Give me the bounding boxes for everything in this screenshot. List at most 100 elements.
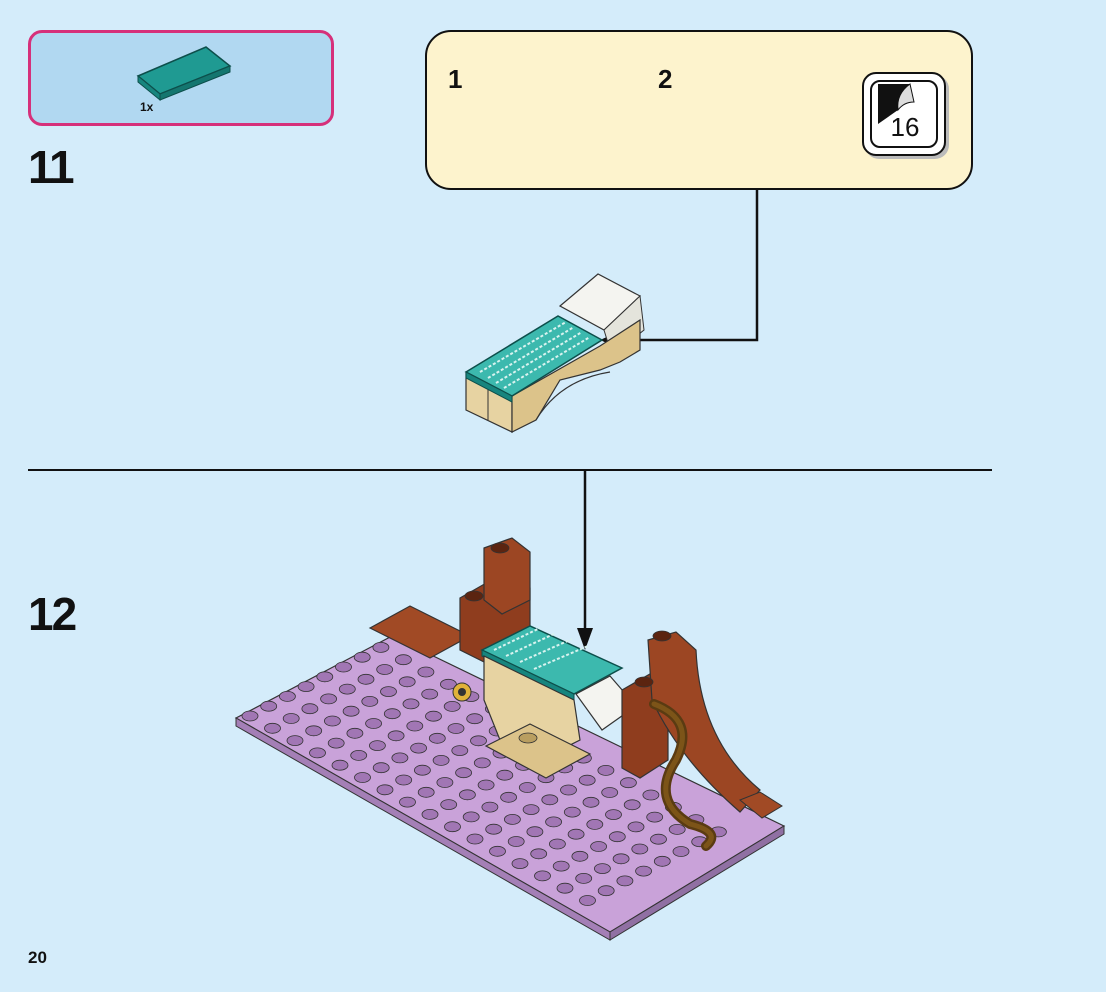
plate-stud [580, 896, 596, 906]
plate-stud [411, 743, 427, 753]
plate-stud [445, 822, 461, 832]
plate-stud [395, 655, 411, 665]
plate-stud [441, 800, 457, 810]
plate-stud [354, 652, 370, 662]
plate-stud [478, 780, 494, 790]
plate-stud [490, 846, 506, 856]
plate-stud [474, 758, 490, 768]
plate-stud [609, 832, 625, 842]
plate-stud [373, 763, 389, 773]
plate-stud [426, 711, 442, 721]
plate-stud [366, 719, 382, 729]
step-divider [28, 469, 992, 471]
plate-stud [279, 691, 295, 701]
plate-stud [422, 809, 438, 819]
plate-stud [587, 819, 603, 829]
plate-stud [632, 844, 648, 854]
plate-stud [523, 805, 539, 815]
plate-stud [388, 731, 404, 741]
plate-stud [265, 723, 281, 733]
plate-stud [572, 851, 588, 861]
plate-stud [669, 824, 685, 834]
plate-stud [373, 642, 389, 652]
part-quantity: 1x [140, 100, 153, 114]
plate-stud [504, 814, 520, 824]
plate-stud [654, 856, 670, 866]
plate-stud [377, 665, 393, 675]
plate-stud [429, 733, 445, 743]
plate-stud [459, 790, 475, 800]
plate-stud [414, 765, 430, 775]
plate-stud [594, 864, 610, 874]
plate-stud [422, 689, 438, 699]
plate-stud [328, 738, 344, 748]
plate-stud [535, 871, 551, 881]
plate-stud [598, 765, 614, 775]
plate-stud [358, 674, 374, 684]
plate-stud [591, 842, 607, 852]
bench-subassembly-icon [466, 274, 644, 432]
plate-stud [433, 755, 449, 765]
sub-step-number-2: 2 [658, 64, 672, 95]
plate-stud [546, 817, 562, 827]
plate-stud [486, 824, 502, 834]
plate-stud [351, 750, 367, 760]
plate-stud [399, 677, 415, 687]
plate-stud [381, 687, 397, 697]
plate-stud [369, 741, 385, 751]
plate-stud [512, 859, 528, 869]
plate-stud [317, 672, 333, 682]
plate-stud [407, 721, 423, 731]
step-number-12: 12 [28, 587, 75, 641]
plate-stud [347, 728, 363, 738]
plate-stud [497, 770, 513, 780]
plate-stud [651, 834, 667, 844]
plate-stud [400, 797, 416, 807]
plate-model-icon [236, 538, 784, 940]
sticker-number: 16 [885, 112, 925, 143]
plate-stud [332, 760, 348, 770]
plate-stud [377, 785, 393, 795]
plate-stud [306, 726, 322, 736]
plate-stud [553, 861, 569, 871]
plate-stud [568, 829, 584, 839]
plate-stud [636, 866, 652, 876]
plate-stud [339, 684, 355, 694]
plate-stud [336, 662, 352, 672]
teal-tile-part-icon [138, 47, 230, 100]
plate-stud [444, 701, 460, 711]
plate-stud [673, 847, 689, 857]
plate-stud [583, 797, 599, 807]
plate-stud [324, 716, 340, 726]
plate-stud [396, 775, 412, 785]
plate-stud [471, 736, 487, 746]
sub-step-number-1: 1 [448, 64, 462, 95]
plate-stud [467, 714, 483, 724]
plate-stud [613, 854, 629, 864]
plate-stud [355, 773, 371, 783]
plate-stud [508, 837, 524, 847]
plate-stud [467, 834, 483, 844]
plate-stud [602, 788, 618, 798]
plate-stud [298, 682, 314, 692]
plate-stud [624, 800, 640, 810]
plate-stud [561, 785, 577, 795]
plate-stud [501, 792, 517, 802]
plate-stud [283, 714, 299, 724]
page-number: 20 [28, 948, 47, 968]
plate-stud [242, 711, 258, 721]
plate-stud [362, 696, 378, 706]
plate-stud [392, 753, 408, 763]
plate-stud [343, 706, 359, 716]
plate-stud [302, 704, 318, 714]
plate-stud [549, 839, 565, 849]
plate-stud [527, 827, 543, 837]
plate-stud [261, 701, 277, 711]
plate-stud [437, 778, 453, 788]
step-number-11: 11 [28, 140, 73, 194]
plate-stud [287, 736, 303, 746]
plate-stud [384, 709, 400, 719]
plate-stud [576, 873, 592, 883]
plate-stud [418, 787, 434, 797]
plate-stud [456, 768, 472, 778]
